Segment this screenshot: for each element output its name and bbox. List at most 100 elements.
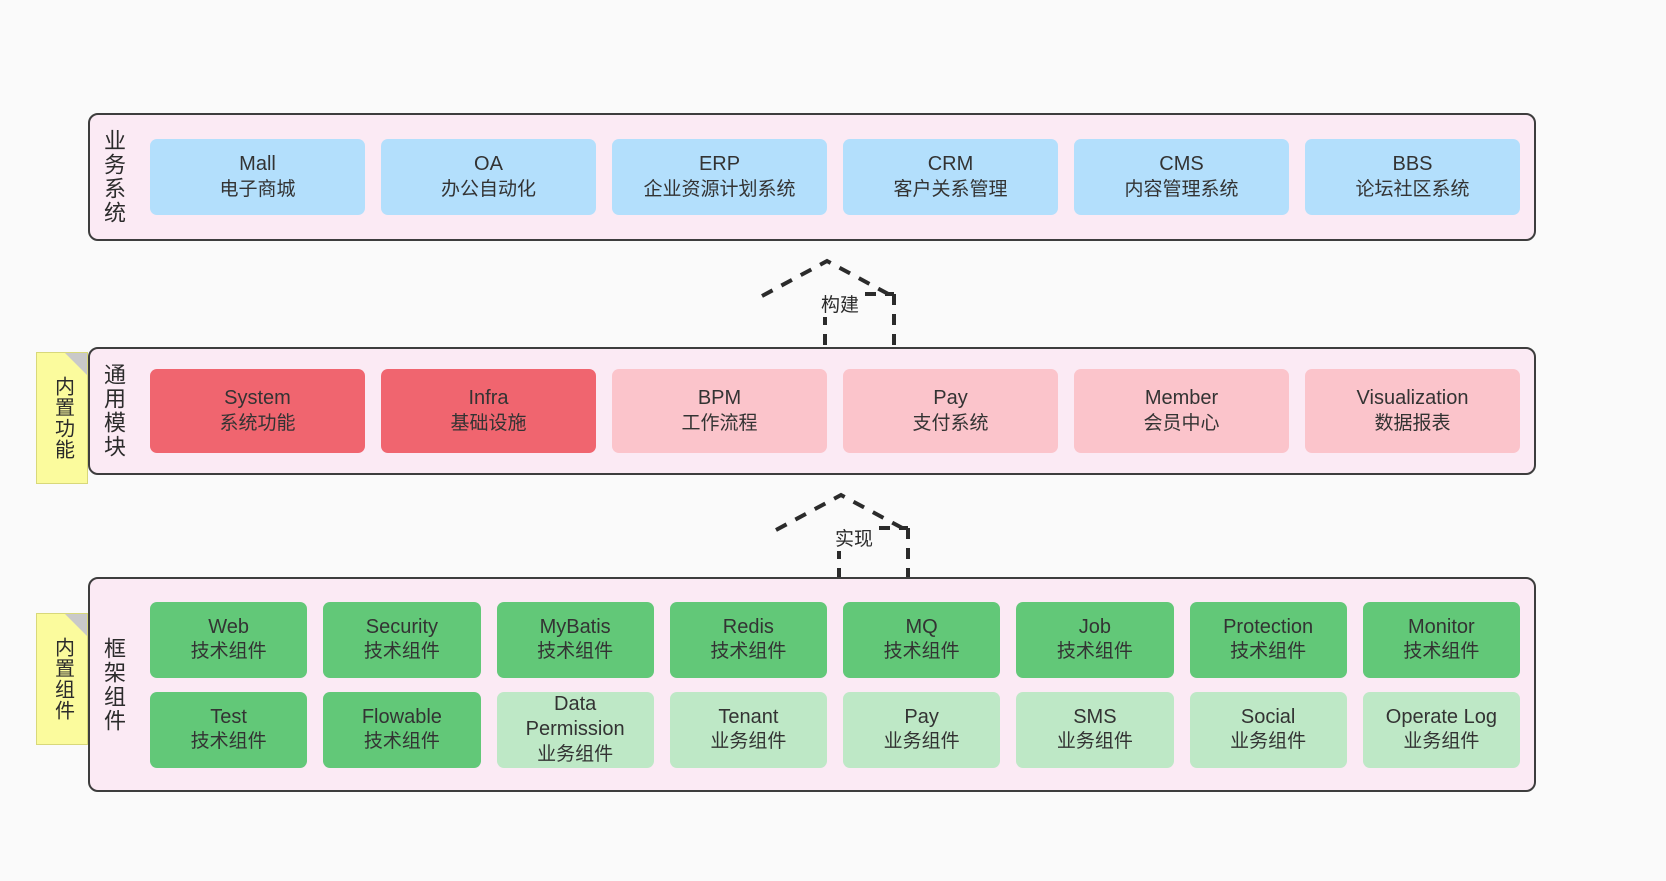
node-subtitle: 业务组件	[537, 743, 614, 765]
node-title: Infra	[468, 387, 509, 410]
node-title: CRM	[927, 153, 974, 176]
framework-node-security[interactable]: Security 技术组件	[323, 601, 481, 678]
framework-node-social[interactable]: Social 业务组件	[1189, 691, 1347, 768]
module-node-pay[interactable]: Pay 支付系统	[843, 369, 1058, 453]
connector-arrowhead	[761, 258, 893, 298]
node-subtitle: 电子商城	[219, 178, 296, 200]
node-title: BBS	[1392, 153, 1433, 176]
layer-framework-items: Web 技术组件 Security 技术组件 MyBatis 技术组件 Redi…	[136, 579, 1534, 790]
node-subtitle: 办公自动化	[440, 178, 536, 200]
node-title: Pay	[933, 387, 968, 410]
node-subtitle: 支付系统	[912, 412, 989, 434]
node-subtitle: 技术组件	[1056, 641, 1133, 663]
framework-node-web[interactable]: Web 技术组件	[150, 601, 308, 678]
node-subtitle: 企业资源计划系统	[643, 178, 796, 200]
layer-framework-title: 框架组件	[100, 636, 126, 733]
node-subtitle: 业务组件	[883, 731, 960, 753]
node-subtitle: 工作流程	[681, 412, 758, 434]
node-title: Protection	[1223, 615, 1314, 638]
connector-implement-label: 实现	[833, 524, 876, 551]
module-node-visualization[interactable]: Visualization 数据报表	[1305, 369, 1520, 453]
framework-node-data-permission[interactable]: Data Permission 业务组件	[496, 691, 654, 768]
note-builtin-components: 内置组件	[36, 613, 88, 745]
node-title: Pay	[904, 705, 939, 728]
node-subtitle: 客户关系管理	[893, 178, 1008, 200]
business-node-mall[interactable]: Mall 电子商城	[150, 139, 365, 215]
node-subtitle: 论坛社区系统	[1355, 178, 1470, 200]
framework-node-test[interactable]: Test 技术组件	[150, 691, 308, 768]
layer-common-modules: 通用模块 System 系统功能 Infra 基础设施 BPM 工作流程 Pay…	[88, 347, 1536, 475]
node-title: Social	[1240, 705, 1296, 728]
connector-build-label: 构建	[819, 290, 862, 317]
framework-node-monitor[interactable]: Monitor 技术组件	[1362, 601, 1520, 678]
node-subtitle: 业务组件	[1056, 731, 1133, 753]
business-node-erp[interactable]: ERP 企业资源计划系统	[612, 139, 827, 215]
node-subtitle: 技术组件	[883, 641, 960, 663]
framework-node-sms[interactable]: SMS 业务组件	[1016, 691, 1174, 768]
node-subtitle: 系统功能	[219, 412, 296, 434]
node-title: Tenant	[718, 705, 779, 728]
framework-node-flowable[interactable]: Flowable 技术组件	[323, 691, 481, 768]
framework-node-tenant[interactable]: Tenant 业务组件	[669, 691, 827, 768]
framework-node-pay[interactable]: Pay 业务组件	[843, 691, 1001, 768]
layer-modules-items: System 系统功能 Infra 基础设施 BPM 工作流程 Pay 支付系统…	[136, 349, 1534, 473]
module-node-member[interactable]: Member 会员中心	[1074, 369, 1289, 453]
node-title: Visualization	[1356, 387, 1469, 410]
node-subtitle: 技术组件	[710, 641, 787, 663]
business-node-oa[interactable]: OA 办公自动化	[381, 139, 596, 215]
node-subtitle: 数据报表	[1374, 412, 1451, 434]
business-node-cms[interactable]: CMS 内容管理系统	[1074, 139, 1289, 215]
connector-implement: 实现	[771, 492, 931, 587]
module-node-bpm[interactable]: BPM 工作流程	[612, 369, 827, 453]
framework-node-operate-log[interactable]: Operate Log 业务组件	[1362, 691, 1520, 768]
node-subtitle: 技术组件	[1403, 641, 1480, 663]
note-label: 内置功能	[51, 376, 74, 460]
framework-row-tech: Web 技术组件 Security 技术组件 MyBatis 技术组件 Redi…	[150, 601, 1520, 678]
note-fold-corner	[65, 614, 87, 636]
layer-modules-title: 通用模块	[100, 363, 126, 459]
node-title: CMS	[1159, 153, 1204, 176]
node-title: Job	[1078, 615, 1111, 638]
node-title: Data Permission	[525, 692, 625, 741]
framework-row-business: Test 技术组件 Flowable 技术组件 Data Permission …	[150, 691, 1520, 768]
node-title: SMS	[1073, 705, 1117, 728]
module-node-system[interactable]: System 系统功能	[150, 369, 365, 453]
note-fold-corner	[65, 353, 87, 375]
node-title: MQ	[905, 615, 938, 638]
connector-arrowhead	[775, 492, 907, 532]
node-title: Security	[365, 615, 438, 638]
layer-framework-components: 框架组件 Web 技术组件 Security 技术组件 MyBatis 技术组件…	[88, 577, 1536, 792]
node-title: Operate Log	[1385, 705, 1497, 728]
node-title: Flowable	[361, 705, 442, 728]
node-title: Test	[210, 705, 247, 728]
note-label: 内置组件	[51, 637, 74, 721]
framework-node-mybatis[interactable]: MyBatis 技术组件	[496, 601, 654, 678]
framework-node-mq[interactable]: MQ 技术组件	[843, 601, 1001, 678]
node-subtitle: 技术组件	[363, 731, 440, 753]
node-subtitle: 会员中心	[1143, 412, 1220, 434]
node-subtitle: 业务组件	[1230, 731, 1307, 753]
node-subtitle: 技术组件	[537, 641, 614, 663]
framework-node-redis[interactable]: Redis 技术组件	[669, 601, 827, 678]
layer-business-title: 业务系统	[100, 129, 126, 225]
node-title: Monitor	[1408, 615, 1475, 638]
framework-node-job[interactable]: Job 技术组件	[1016, 601, 1174, 678]
node-title: OA	[474, 153, 503, 176]
note-builtin-features: 内置功能	[36, 352, 88, 484]
framework-node-protection[interactable]: Protection 技术组件	[1189, 601, 1347, 678]
layer-business-items: Mall 电子商城 OA 办公自动化 ERP 企业资源计划系统 CRM 客户关系…	[136, 115, 1534, 239]
node-title: Mall	[239, 153, 276, 176]
module-node-infra[interactable]: Infra 基础设施	[381, 369, 596, 453]
node-subtitle: 基础设施	[450, 412, 527, 434]
node-subtitle: 技术组件	[190, 731, 267, 753]
node-subtitle: 技术组件	[363, 641, 440, 663]
node-subtitle: 技术组件	[1230, 641, 1307, 663]
connector-build: 构建	[757, 258, 917, 353]
node-title: BPM	[697, 387, 742, 410]
node-title: ERP	[698, 153, 741, 176]
node-subtitle: 内容管理系统	[1124, 178, 1239, 200]
business-node-crm[interactable]: CRM 客户关系管理	[843, 139, 1058, 215]
business-node-bbs[interactable]: BBS 论坛社区系统	[1305, 139, 1520, 215]
node-title: Redis	[722, 615, 774, 638]
